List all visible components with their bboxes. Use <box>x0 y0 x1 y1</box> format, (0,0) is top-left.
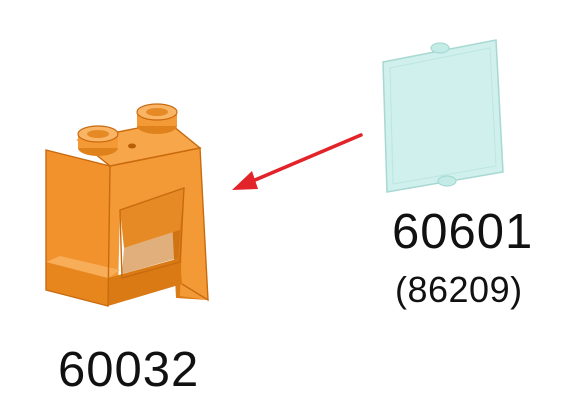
stud-left-icon <box>77 125 119 156</box>
glass-alternate-part-number: (86209) <box>395 269 523 310</box>
frame-part-number: 60032 <box>58 343 200 397</box>
window-glass-icon <box>382 39 504 193</box>
stud-right-icon <box>136 103 178 134</box>
window-frame-icon <box>45 103 209 307</box>
red-arrow-icon <box>232 133 363 190</box>
glass-part-number: 60601 <box>392 205 534 259</box>
